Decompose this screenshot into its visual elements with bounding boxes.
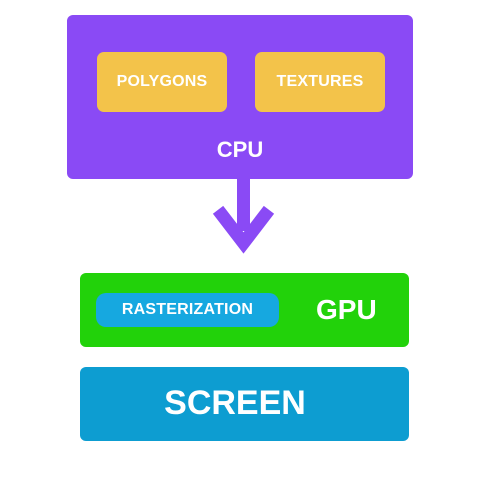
textures-label: TEXTURES (276, 73, 364, 90)
cpu-label: CPU (216, 137, 264, 162)
rasterization-label: RASTERIZATION (121, 301, 254, 318)
gpu-block: RASTERIZATION GPU (80, 273, 409, 347)
cpu-block: POLYGONS TEXTURES CPU (67, 15, 413, 179)
arrow-shaft (237, 179, 250, 231)
screen-label: SCREEN (164, 384, 306, 422)
textures-chip: TEXTURES (255, 52, 385, 112)
rasterization-pill: RASTERIZATION (96, 293, 279, 327)
polygons-chip: POLYGONS (97, 52, 227, 112)
arrow-head (212, 205, 275, 254)
gpu-label: GPU (316, 294, 377, 325)
screen-block: SCREEN (80, 367, 409, 441)
polygons-label: POLYGONS (116, 73, 208, 90)
